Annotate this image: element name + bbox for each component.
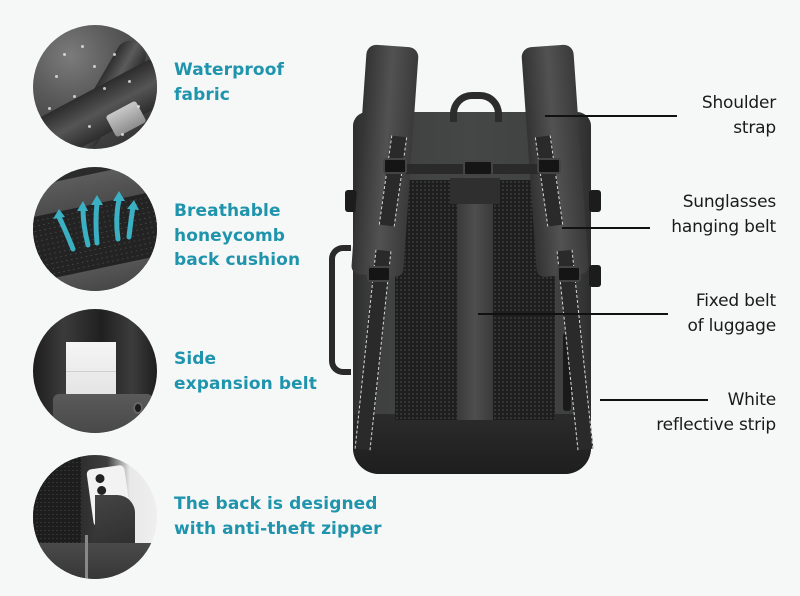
waterproof-fabric-image — [33, 25, 157, 149]
honeycomb-cushion-image — [33, 167, 157, 291]
leader-line-reflective — [600, 399, 708, 401]
leader-line-luggage — [478, 313, 668, 315]
feature-line: with anti-theft zipper — [174, 518, 382, 539]
zipper — [563, 333, 571, 411]
callout-line: strap — [733, 118, 776, 138]
callout-line: Sunglasses — [682, 192, 777, 212]
feature-line: honeycomb — [174, 225, 286, 246]
leader-line-sunglasses — [562, 227, 650, 229]
callout-line: White — [727, 390, 777, 410]
side-handle — [329, 245, 351, 375]
feature-label-anti-theft: The back is designed with anti-theft zip… — [174, 492, 382, 541]
feature-line: The back is designed — [174, 494, 378, 514]
feature-label-waterproof: Waterproof fabric — [174, 58, 284, 107]
leader-line-shoulder — [545, 115, 677, 117]
chest-buckle — [463, 160, 493, 176]
callout-line: hanging belt — [671, 217, 776, 237]
feature-line: back cushion — [174, 250, 301, 270]
feature-line: Waterproof — [174, 60, 284, 80]
airflow-arrows-icon — [53, 191, 139, 252]
feature-line: Breathable — [174, 201, 281, 221]
feature-label-breathable: Breathable honeycomb back cushion — [174, 199, 300, 273]
feature-label-side-expansion: Side expansion belt — [174, 347, 317, 396]
callout-line: reflective strip — [656, 415, 776, 435]
feature-line: fabric — [174, 84, 230, 105]
callout-luggage-belt: Fixed belt of luggage — [687, 289, 776, 339]
top-handle — [450, 92, 502, 122]
callout-line: Fixed belt — [695, 291, 776, 311]
callout-shoulder-strap: Shoulder strap — [702, 91, 776, 141]
feature-line: expansion belt — [174, 373, 317, 394]
callout-sunglasses-belt: Sunglasses hanging belt — [671, 190, 776, 240]
callout-reflective-strip: White reflective strip — [656, 388, 776, 438]
side-expansion-image — [33, 309, 157, 433]
callout-line: Shoulder — [701, 93, 776, 113]
anti-theft-zipper-image — [33, 455, 157, 579]
luggage-belt — [457, 178, 493, 420]
backpack-image — [329, 40, 610, 480]
callout-line: of luggage — [687, 316, 776, 336]
feature-line: Side — [174, 349, 217, 369]
